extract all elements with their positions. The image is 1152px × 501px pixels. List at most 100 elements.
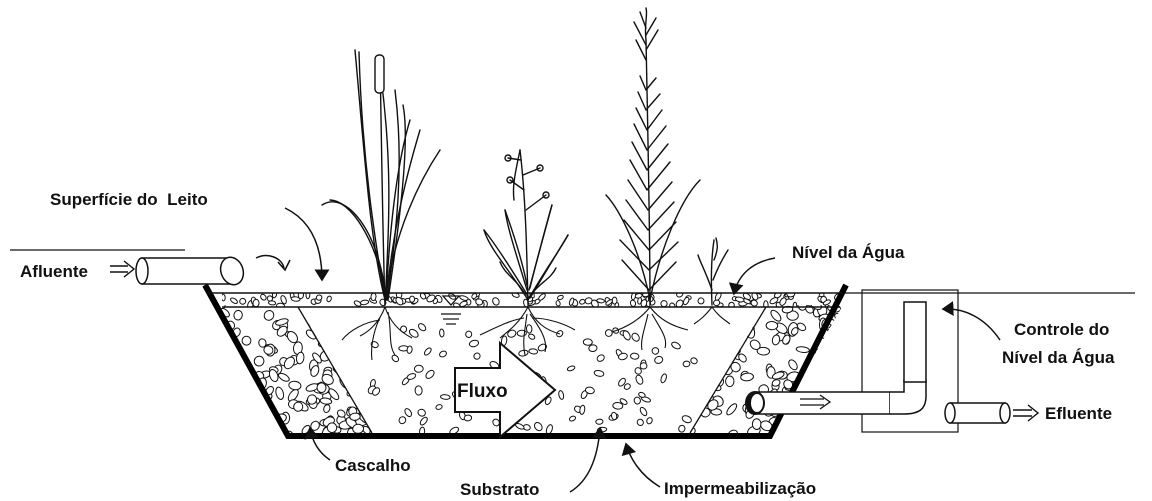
- pebble: [349, 383, 359, 395]
- bed-surface-label: Superfície do Leito: [50, 190, 208, 209]
- pebble: [254, 355, 265, 366]
- liner-label: Impermeabilização: [664, 479, 816, 498]
- effluent-pipe[interactable]: [945, 403, 1010, 423]
- pebble: [583, 339, 592, 346]
- pebble: [682, 296, 690, 305]
- pebble: [327, 310, 339, 322]
- pebble: [630, 300, 637, 308]
- pebble: [646, 417, 654, 425]
- pebble: [688, 323, 702, 336]
- pebble: [507, 329, 517, 339]
- pebble: [812, 355, 823, 365]
- pebble: [335, 312, 351, 326]
- pebble: [326, 295, 332, 302]
- pebble: [558, 390, 565, 400]
- pebble: [702, 358, 711, 364]
- pebble: [234, 376, 247, 389]
- pebble: [404, 407, 413, 417]
- effluent-arrow-icon: [1013, 405, 1038, 421]
- wetland-plants: [322, 8, 728, 305]
- pebble: [230, 297, 239, 305]
- pebble: [690, 357, 698, 365]
- pebble: [604, 328, 613, 337]
- pebble: [331, 337, 340, 345]
- pebble: [835, 319, 848, 331]
- pebble: [728, 301, 736, 309]
- pebble: [221, 294, 225, 301]
- pebble: [691, 398, 703, 409]
- effluent-label: Efluente: [1045, 404, 1112, 423]
- pebble: [367, 357, 379, 368]
- pebble: [711, 328, 722, 339]
- pebble: [836, 428, 846, 438]
- pebble: [686, 373, 700, 381]
- small-sprout-plant: [698, 238, 728, 305]
- pebble: [253, 430, 263, 440]
- level-control-label-line2: Nível da Água: [1002, 348, 1115, 367]
- gravel-label: Cascalho: [335, 456, 411, 475]
- pebble: [736, 327, 742, 335]
- pebble: [708, 354, 717, 367]
- water-level-symbol: [441, 296, 461, 324]
- pebble: [747, 309, 758, 321]
- influent-label: Afluente: [20, 262, 88, 281]
- pebble: [681, 414, 692, 424]
- pebble: [235, 409, 246, 420]
- pebble: [684, 306, 697, 319]
- pebble: [741, 316, 753, 331]
- pebble: [244, 393, 259, 407]
- pebble: [596, 419, 604, 425]
- pebble: [469, 339, 480, 348]
- pebble: [683, 361, 690, 367]
- pebble: [752, 419, 761, 430]
- pebble: [769, 309, 783, 323]
- pebble: [660, 373, 668, 383]
- pebble: [555, 300, 560, 306]
- pebble: [705, 350, 718, 361]
- pebble: [204, 420, 215, 432]
- pebble: [661, 300, 668, 307]
- pebble: [518, 349, 528, 356]
- pebble: [725, 402, 738, 416]
- pebble: [812, 369, 828, 384]
- pebble: [362, 403, 375, 417]
- pebble: [324, 342, 338, 355]
- pebble: [567, 365, 576, 372]
- pebble: [689, 311, 697, 321]
- pebble: [243, 386, 255, 397]
- pebble: [330, 340, 344, 354]
- pebble: [423, 347, 432, 356]
- pebble: [238, 373, 250, 385]
- pebble: [417, 322, 427, 332]
- pebble: [690, 335, 703, 346]
- pebble: [533, 421, 544, 432]
- pebble: [651, 346, 660, 355]
- pebble: [739, 316, 749, 324]
- pebble: [391, 354, 400, 363]
- pebble: [793, 302, 797, 310]
- pebble: [833, 413, 849, 429]
- pebble: [317, 383, 326, 393]
- outlet-pipe[interactable]: [745, 302, 926, 415]
- pebble: [473, 352, 482, 361]
- pebble: [335, 311, 349, 327]
- pebble: [669, 302, 676, 309]
- pebble: [206, 374, 221, 387]
- pebble: [832, 325, 848, 339]
- pebble: [787, 291, 795, 297]
- flow-label: Fluxo: [457, 381, 508, 402]
- pebble: [634, 397, 641, 405]
- pebble: [817, 414, 827, 429]
- inlet-pipe[interactable]: [136, 254, 290, 288]
- pebble: [688, 387, 698, 397]
- pebble: [597, 427, 607, 433]
- substrate-label: Substrato: [460, 480, 539, 499]
- cattail-plant: [322, 50, 440, 305]
- pebble: [398, 415, 408, 425]
- pebble: [321, 324, 330, 333]
- pebble: [239, 298, 247, 306]
- pebble: [812, 360, 825, 374]
- pebble: [639, 406, 648, 417]
- pebble: [410, 296, 415, 302]
